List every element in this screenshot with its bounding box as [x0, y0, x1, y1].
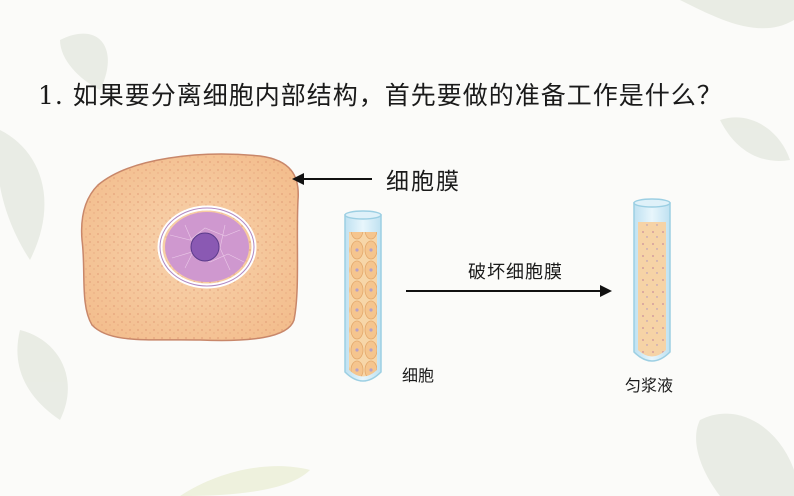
- membrane-pointer-arrow: [292, 173, 372, 185]
- cell-membrane-label: 细胞膜: [386, 169, 461, 195]
- tube-cells: [344, 210, 382, 382]
- background-leaf-left: [0, 33, 108, 420]
- process-arrow: [406, 285, 612, 297]
- tube-homogenate: [633, 198, 671, 362]
- homogenate-label: 匀浆液: [625, 376, 674, 395]
- break-membrane-label: 破坏细胞膜: [468, 262, 563, 283]
- cells-label: 细胞: [402, 366, 435, 385]
- animal-cell: [80, 153, 299, 342]
- background-leaf-bottom: [180, 466, 310, 496]
- question-text: 1. 如果要分离细胞内部结构，首先要做的准备工作是什么？: [38, 81, 723, 110]
- background-leaf-right: [680, 0, 794, 496]
- nucleolus: [190, 232, 220, 262]
